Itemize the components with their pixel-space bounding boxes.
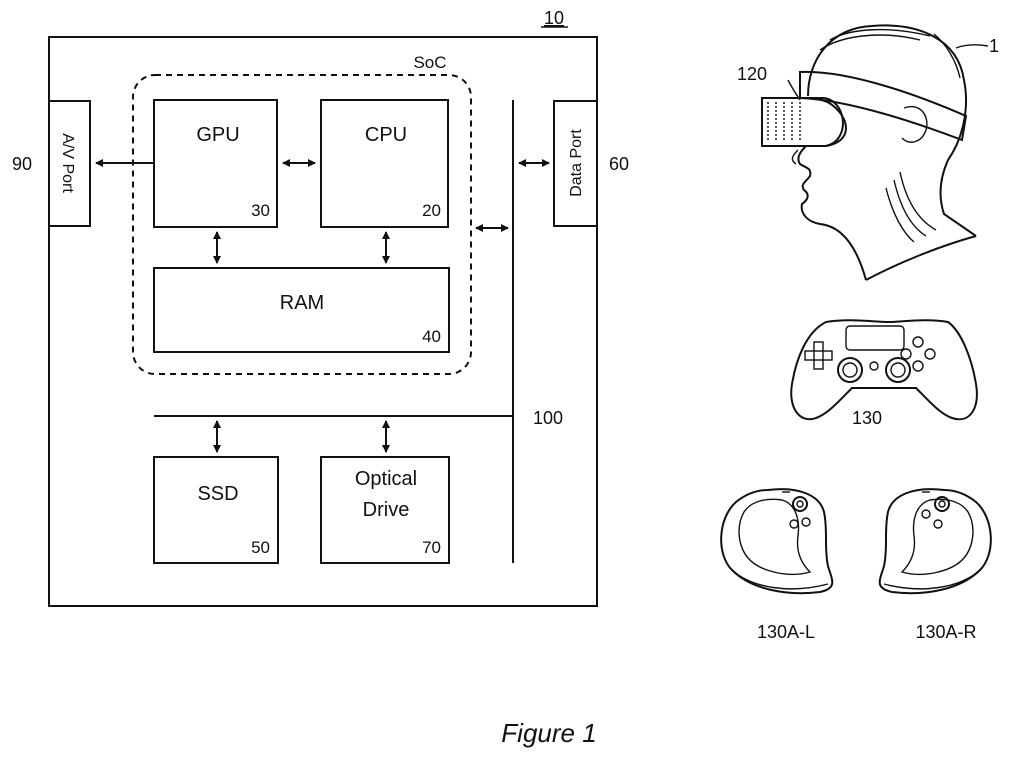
shoulder-line bbox=[866, 236, 976, 280]
data-port-ref: 60 bbox=[609, 154, 629, 174]
game-controller-illustration: 130 bbox=[791, 320, 977, 428]
hmd-ref: 120 bbox=[737, 64, 767, 84]
ram-ref: 40 bbox=[422, 327, 441, 346]
console-outline bbox=[49, 37, 597, 606]
left-motion-controller-illustration: 130A-L bbox=[721, 489, 832, 642]
controller-ref: 130 bbox=[852, 408, 882, 428]
head-outline bbox=[808, 25, 976, 236]
cpu-ref: 20 bbox=[422, 201, 441, 220]
controller-ps-button bbox=[870, 362, 878, 370]
neck-line-3 bbox=[886, 188, 914, 242]
data-port-label: Data Port bbox=[568, 129, 585, 197]
user-with-hmd-illustration: 120 1 bbox=[737, 25, 999, 280]
left-controller-button-2 bbox=[790, 520, 798, 528]
right-controller-ref: 130A-R bbox=[915, 622, 976, 642]
av-port-label: A/V Port bbox=[59, 133, 76, 193]
controller-right-stick bbox=[886, 358, 910, 382]
nose bbox=[792, 150, 798, 164]
neck-line-1 bbox=[900, 172, 936, 230]
left-controller-button-1 bbox=[802, 518, 810, 526]
user-leader-line bbox=[956, 45, 988, 48]
neck-line-2 bbox=[894, 180, 926, 236]
hmd-strap bbox=[800, 72, 966, 140]
right-controller-button-1 bbox=[922, 510, 930, 518]
ram-label: RAM bbox=[280, 292, 324, 314]
bus-ref: 100 bbox=[533, 408, 563, 428]
gpu-label: GPU bbox=[196, 124, 239, 146]
console-ref-label: 10 bbox=[544, 8, 564, 28]
controller-touchpad bbox=[846, 326, 904, 350]
left-controller-ref: 130A-L bbox=[757, 622, 815, 642]
gpu-ref: 30 bbox=[251, 201, 270, 220]
optical-ref: 70 bbox=[422, 538, 441, 557]
controller-face-buttons bbox=[901, 337, 935, 371]
console-diagram: 10 SoC GPU 30 CPU 20 RAM 40 A/V Port 90 … bbox=[12, 8, 629, 606]
controller-left-stick bbox=[838, 358, 862, 382]
figure-caption: Figure 1 bbox=[501, 718, 596, 748]
soc-label: SoC bbox=[413, 53, 446, 72]
ssd-label: SSD bbox=[197, 483, 238, 505]
av-port-ref: 90 bbox=[12, 154, 32, 174]
controller-dpad bbox=[805, 342, 832, 369]
optical-label-line2: Drive bbox=[363, 499, 410, 521]
soc-boundary bbox=[133, 75, 471, 374]
right-controller-button-2 bbox=[934, 520, 942, 528]
ssd-ref: 50 bbox=[251, 538, 270, 557]
controller-body bbox=[791, 320, 977, 419]
left-controller-stick bbox=[793, 497, 807, 511]
face-profile bbox=[798, 146, 866, 280]
user-ref: 1 bbox=[989, 36, 999, 56]
right-motion-controller-illustration: 130A-R bbox=[880, 489, 991, 642]
ear bbox=[902, 107, 927, 143]
optical-label-line1: Optical bbox=[355, 468, 417, 490]
left-controller-ring bbox=[721, 489, 832, 593]
cpu-label: CPU bbox=[365, 124, 407, 146]
hmd-visor-shading bbox=[768, 102, 800, 142]
